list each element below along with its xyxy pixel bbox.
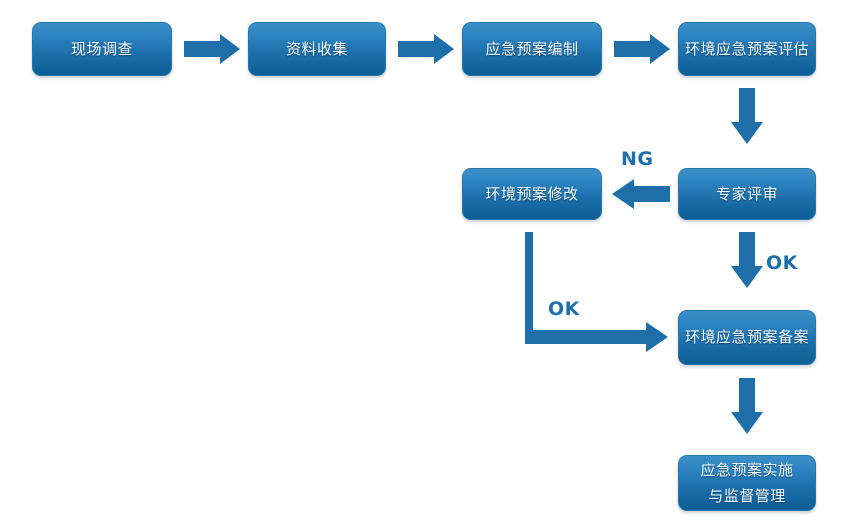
node-label: 应急预案编制 (485, 39, 579, 58)
edge-arrow-left-ng (612, 179, 670, 209)
node-label: 现场调查 (70, 39, 133, 58)
node-expert-review[interactable]: 专家评审 (678, 168, 816, 220)
node-label: 环境应急预案评估 (685, 39, 810, 58)
edge-arrow-right-3 (614, 34, 670, 64)
node-plan-revision[interactable]: 环境预案修改 (462, 168, 602, 220)
edge-arrow-down-1 (731, 88, 763, 144)
node-label: 专家评审 (715, 184, 778, 203)
node-label: 资料收集 (285, 39, 348, 58)
node-label: 环境预案修改 (485, 184, 579, 203)
edge-arrow-down-2 (731, 378, 763, 434)
edge-arrow-right-1 (184, 34, 240, 64)
edge-elbow-ok (525, 232, 668, 352)
node-label: 环境应急预案备案 (685, 328, 810, 346)
edge-arrow-right-2 (398, 34, 454, 64)
node-plan-implementation-supervision[interactable]: 应急预案实施 与监督管理 (678, 455, 816, 511)
edge-arrow-down-ok (731, 232, 763, 288)
node-plan-assessment[interactable]: 环境应急预案评估 (678, 22, 816, 76)
node-label: 应急预案实施 与监督管理 (700, 461, 794, 505)
edge-label-ok-review: OK (766, 252, 798, 274)
node-plan-filing[interactable]: 环境应急预案备案 (678, 310, 816, 365)
node-data-collection[interactable]: 资料收集 (248, 22, 386, 76)
edge-label-ng: NG (621, 148, 654, 170)
node-emergency-plan-drafting[interactable]: 应急预案编制 (462, 22, 602, 76)
edge-label-ok-revision: OK (548, 298, 580, 320)
node-site-investigation[interactable]: 现场调查 (32, 22, 172, 76)
